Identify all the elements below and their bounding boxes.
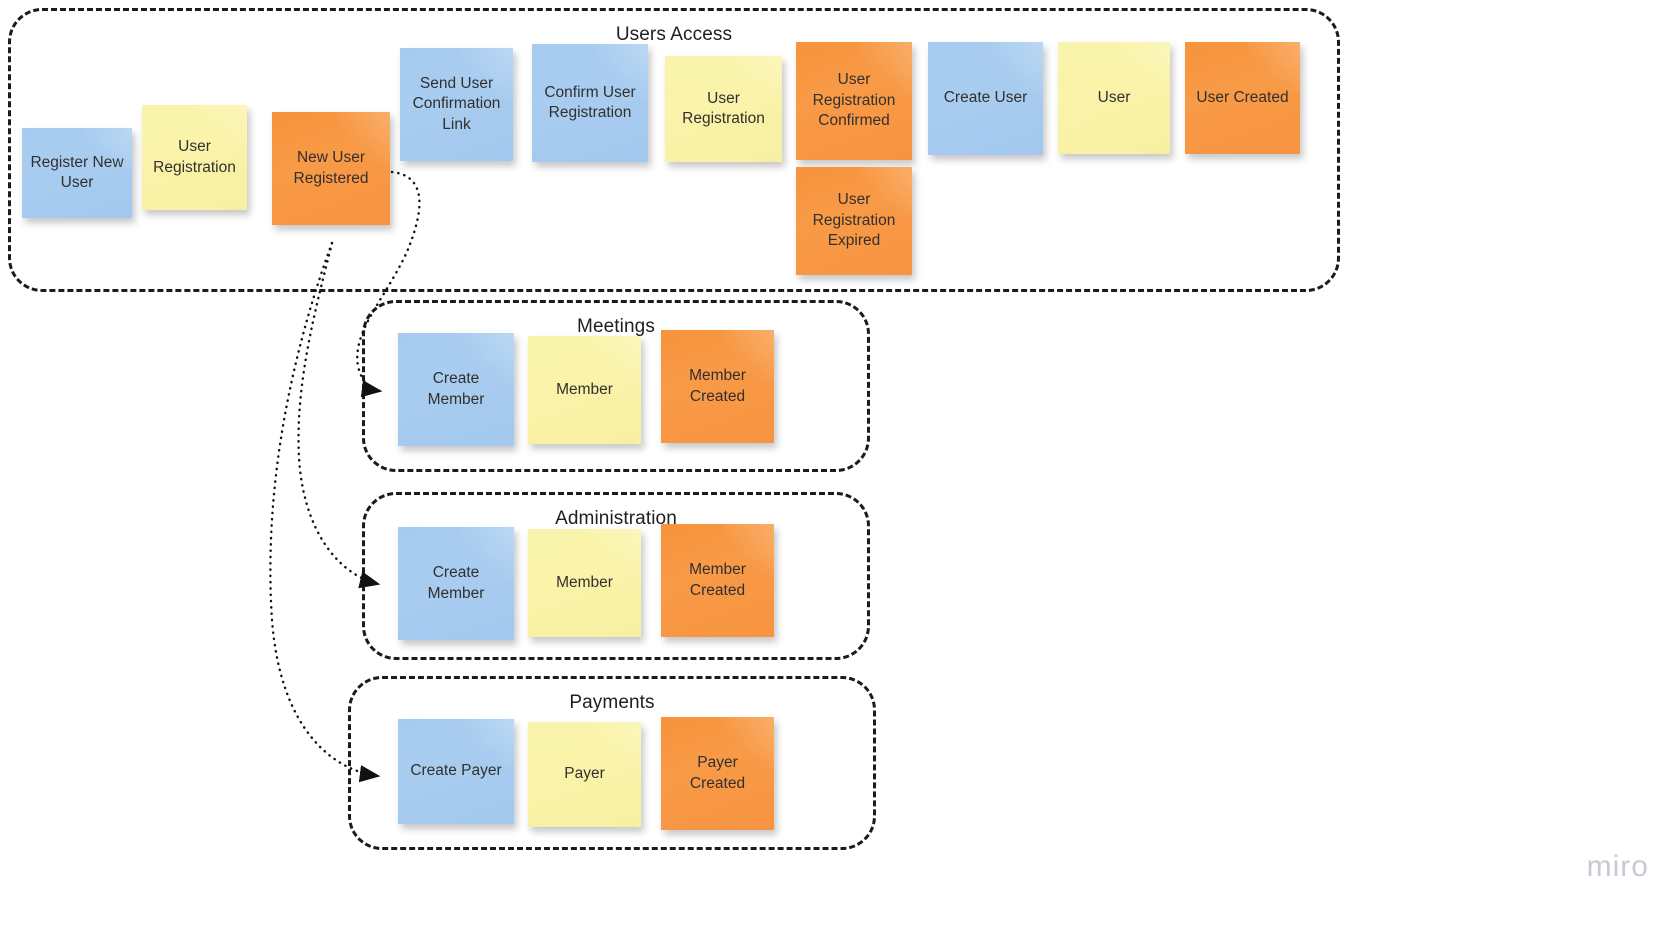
sticky-note-register-new-user[interactable]: Register New User	[22, 128, 132, 218]
sticky-note-label: Member Created	[689, 367, 746, 405]
sticky-note-create-member-administration[interactable]: Create Member	[398, 527, 514, 640]
context-users-access[interactable]	[8, 8, 1340, 292]
sticky-note-user-registration-expired[interactable]: User Registration Expired	[796, 167, 912, 275]
sticky-note-label: Member	[556, 573, 613, 591]
sticky-note-user-created[interactable]: User Created	[1185, 42, 1300, 154]
sticky-note-user-registration-confirmed[interactable]: User Registration Confirmed	[796, 42, 912, 160]
sticky-note-label: Payer Created	[689, 754, 746, 792]
sticky-note-label: Send User Confirmation Link	[412, 74, 501, 133]
sticky-note-user[interactable]: User	[1058, 42, 1170, 154]
miro-watermark: miro	[1586, 850, 1649, 883]
sticky-note-new-user-registered[interactable]: New User Registered	[272, 112, 390, 225]
sticky-note-label: Create Member	[427, 564, 485, 602]
sticky-note-payer[interactable]: Payer	[528, 722, 641, 827]
sticky-note-label: Payer	[564, 765, 605, 783]
sticky-note-label: User	[1097, 88, 1131, 106]
sticky-note-member-meetings[interactable]: Member	[528, 336, 641, 444]
sticky-note-label: Create Payer	[410, 762, 502, 780]
sticky-note-label: Member Created	[689, 561, 746, 599]
sticky-note-label: User Created	[1196, 88, 1289, 106]
sticky-note-create-payer[interactable]: Create Payer	[398, 719, 514, 824]
sticky-note-label: Confirm User Registration	[544, 83, 636, 121]
sticky-note-member-created-meetings[interactable]: Member Created	[661, 330, 774, 443]
sticky-note-label: New User Registered	[293, 149, 369, 187]
sticky-note-label: User Registration	[682, 89, 765, 127]
sticky-note-member-created-administration[interactable]: Member Created	[661, 524, 774, 637]
sticky-note-confirm-user-registration[interactable]: Confirm User Registration	[532, 44, 648, 162]
sticky-note-member-administration[interactable]: Member	[528, 529, 641, 637]
sticky-note-label: User Registration Confirmed	[812, 71, 896, 130]
sticky-note-label: User Registration Expired	[812, 191, 896, 250]
sticky-note-send-user-confirmation-link[interactable]: Send User Confirmation Link	[400, 48, 513, 161]
sticky-note-label: User Registration	[153, 138, 236, 176]
sticky-note-label: Create Member	[427, 370, 485, 408]
sticky-note-create-user[interactable]: Create User	[928, 42, 1043, 155]
sticky-note-user-registration-2[interactable]: User Registration	[665, 56, 782, 162]
sticky-note-user-registration-1[interactable]: User Registration	[142, 105, 247, 210]
sticky-note-label: Member	[556, 380, 613, 398]
sticky-note-label: Create User	[943, 89, 1028, 107]
sticky-note-payer-created[interactable]: Payer Created	[661, 717, 774, 830]
sticky-note-label: Register New User	[30, 153, 124, 191]
sticky-note-create-member-meetings[interactable]: Create Member	[398, 333, 514, 446]
